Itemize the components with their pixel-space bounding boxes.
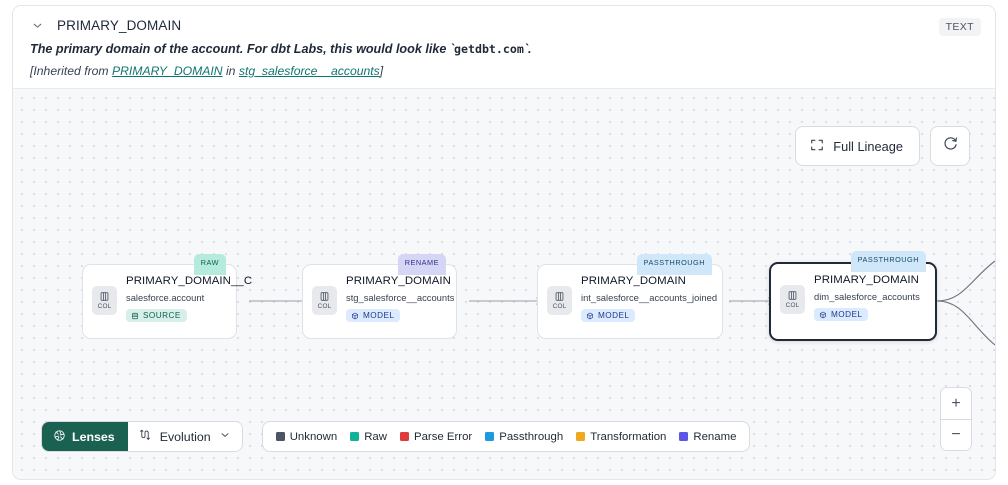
node-column-name: PRIMARY_DOMAIN — [581, 275, 686, 287]
node-type-chip: MODEL — [346, 309, 401, 322]
legend-label: Unknown — [289, 430, 338, 443]
card-header: PRIMARY_DOMAIN TEXT The primary domain o… — [13, 6, 995, 88]
inherit-suffix: ] — [379, 64, 384, 78]
legend-swatch-parse-error — [399, 432, 409, 441]
legend-label: Raw — [364, 430, 387, 443]
lineage-node[interactable]: RENAME COL PRIMARY_DOMAIN stg_salesforce… — [302, 254, 457, 339]
node-table-name: stg_salesforce__accounts — [346, 292, 455, 303]
node-type-chip: MODEL — [814, 308, 869, 321]
node-badge: PASSTHROUGH — [636, 254, 712, 275]
evolution-dropdown[interactable]: Evolution — [127, 422, 242, 451]
legend-swatch-passthrough — [485, 432, 495, 441]
node-table-name: salesforce.account — [126, 292, 205, 303]
description-text-post: `. — [523, 42, 532, 56]
chevron-down-icon — [219, 429, 231, 444]
lenses-label: Lenses — [72, 429, 115, 444]
node-type-chip: MODEL — [581, 309, 636, 322]
col-label: COL — [97, 303, 112, 310]
col-icon: COL — [92, 286, 117, 315]
lenses-button[interactable]: Lenses — [42, 422, 128, 451]
evolution-icon — [138, 428, 152, 445]
legend-item: Transformation — [576, 431, 666, 443]
legend-item: Raw — [350, 431, 387, 443]
col-icon: COL — [547, 286, 572, 315]
source-icon — [131, 312, 139, 320]
legend-item: Unknown — [275, 430, 338, 443]
description-text-pre: The primary domain of the account. For d… — [30, 42, 455, 56]
col-label: COL — [552, 303, 567, 310]
column-detail-card: PRIMARY_DOMAIN TEXT The primary domain o… — [12, 5, 996, 480]
node-column-name: PRIMARY_DOMAIN — [814, 274, 919, 286]
lineage-legend: Unknown Raw Parse Error Passthrough — [261, 421, 751, 452]
canvas-bottom-bar: Lenses Evolution — [41, 421, 751, 452]
node-type-label: MODEL — [598, 311, 630, 320]
node-badge: RAW — [193, 254, 226, 275]
zoom-in-button[interactable]: + — [941, 388, 971, 419]
inherited-column-link[interactable]: PRIMARY_DOMAIN — [111, 64, 223, 78]
page-title: PRIMARY_DOMAIN — [57, 17, 182, 33]
description-code: getdbt.com — [454, 42, 524, 56]
model-icon — [586, 312, 594, 320]
node-table-name: int_salesforce__accounts_joined — [581, 292, 718, 303]
node-column-name: PRIMARY_DOMAIN — [346, 275, 451, 287]
column-type-badge: TEXT — [938, 18, 981, 36]
canvas-top-controls: Full Lineage — [795, 126, 970, 166]
full-lineage-button[interactable]: Full Lineage — [795, 126, 920, 166]
lenses-evolution-group: Lenses Evolution — [41, 421, 243, 452]
lineage-canvas[interactable]: Full Lineage RAW COL — [13, 88, 995, 479]
evolution-label: Evolution — [159, 429, 211, 444]
refresh-button[interactable] — [930, 126, 970, 166]
col-icon: COL — [312, 286, 337, 315]
refresh-icon — [942, 135, 959, 157]
node-table-name: dim_salesforce_accounts — [814, 291, 920, 302]
legend-swatch-unknown — [275, 432, 285, 441]
col-label: COL — [785, 302, 800, 309]
inherit-mid: in — [222, 64, 239, 78]
header-title-row: PRIMARY_DOMAIN — [13, 6, 995, 33]
col-label: COL — [317, 303, 332, 310]
node-type-chip: SOURCE — [126, 309, 187, 322]
model-icon — [819, 311, 827, 319]
legend-item: Parse Error — [399, 430, 473, 443]
zoom-out-button[interactable]: − — [941, 419, 971, 450]
node-type-label: SOURCE — [143, 311, 181, 320]
col-icon: COL — [780, 285, 805, 314]
node-type-label: MODEL — [831, 310, 863, 319]
inherit-prefix: [Inherited from — [30, 64, 112, 78]
column-description: The primary domain of the account. For d… — [13, 33, 995, 56]
inherited-model-link[interactable]: stg_salesforce__accounts — [238, 64, 380, 78]
chevron-down-icon[interactable] — [29, 17, 45, 33]
legend-item: Rename — [679, 431, 736, 443]
lineage-node[interactable]: PASSTHROUGH COL PRIMARY_DOMAIN int_sales… — [537, 254, 723, 339]
expand-icon — [810, 138, 824, 155]
legend-label: Parse Error — [413, 430, 473, 443]
full-lineage-label: Full Lineage — [833, 138, 903, 154]
legend-label: Rename — [693, 430, 737, 443]
zoom-controls: + − — [940, 387, 972, 451]
legend-item: Passthrough — [485, 431, 563, 443]
aperture-icon — [53, 429, 66, 445]
node-badge: PASSTHROUGH — [850, 251, 926, 272]
legend-swatch-raw — [350, 432, 360, 441]
inherited-from-note: [Inherited from PRIMARY_DOMAIN in stg_sa… — [13, 56, 995, 78]
model-icon — [351, 312, 359, 320]
legend-label: Passthrough — [499, 430, 564, 443]
legend-swatch-rename — [679, 432, 689, 441]
lineage-node-selected[interactable]: PASSTHROUGH COL PRIMARY_DOMAIN dim_sales… — [769, 251, 937, 341]
legend-swatch-transformation — [576, 432, 586, 441]
node-column-name: PRIMARY_DOMAIN__C — [126, 275, 253, 287]
legend-label: Transformation — [590, 430, 667, 443]
node-badge: RENAME — [397, 254, 446, 275]
node-type-label: MODEL — [363, 311, 395, 320]
lineage-node[interactable]: RAW COL PRIMARY_DOMAIN__C salesforce.acc… — [82, 254, 253, 339]
